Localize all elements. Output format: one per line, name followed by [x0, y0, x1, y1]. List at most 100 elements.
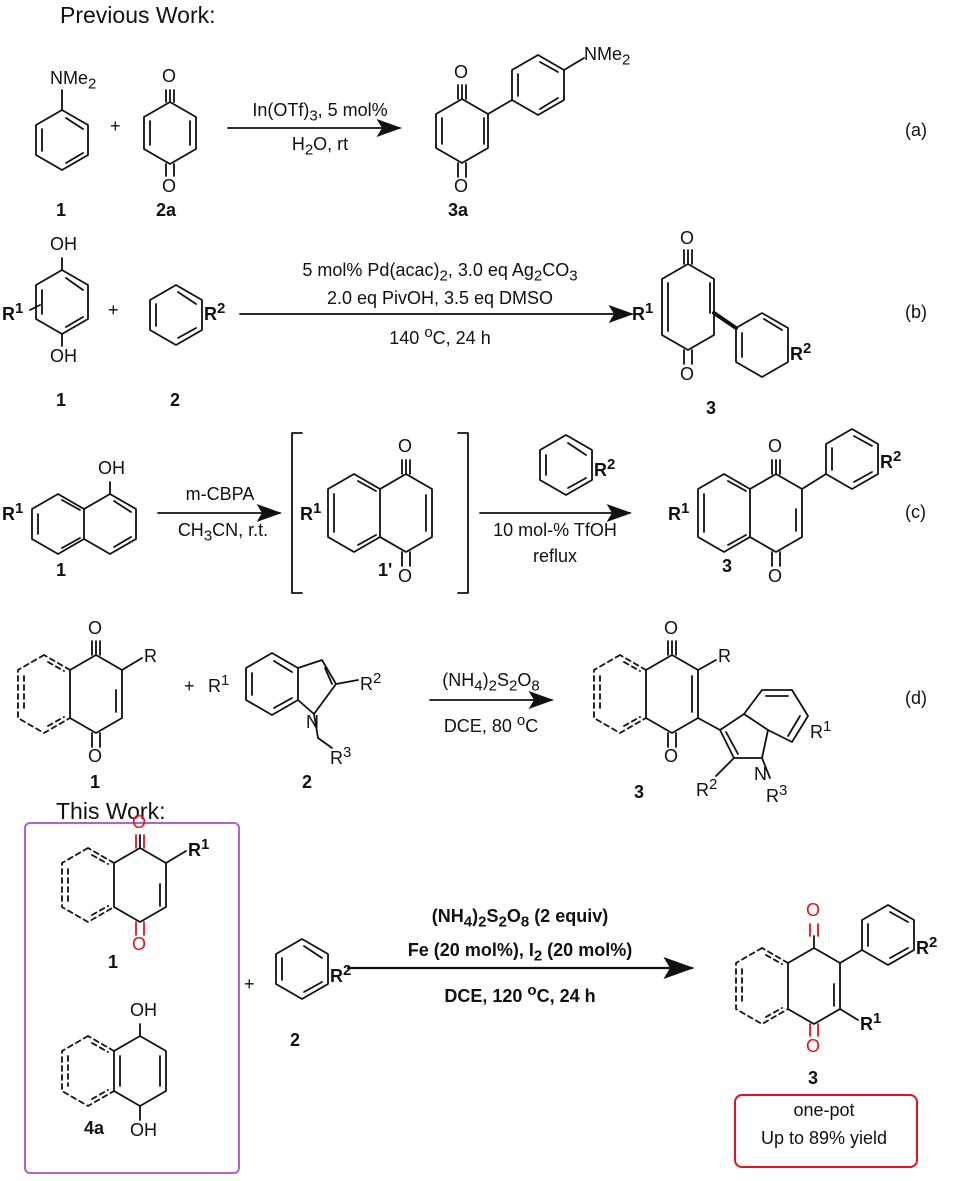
product-3c-structure: [697, 428, 879, 567]
condition-d-line2: DCE, 80 oC: [443, 712, 539, 736]
r1-product-3: R1: [860, 1010, 882, 1034]
tag-d: (d): [905, 688, 927, 708]
label-1-this-work: 1: [108, 952, 119, 972]
r3-indole: R3: [330, 744, 352, 768]
r2-product-3d: R2: [696, 776, 718, 800]
product-3a-structure: [435, 54, 585, 178]
r1-b: R1: [2, 300, 24, 324]
hydroquinone-structure: [29, 257, 89, 347]
r-quinone-1d: R: [144, 646, 157, 666]
product-3b-structure: [661, 249, 789, 378]
quinone-1d-o-top: O: [88, 618, 103, 638]
oh-top-4a: OH: [130, 1000, 157, 1020]
r1-indole: R1: [208, 672, 230, 696]
arene-2b-structure: [149, 284, 203, 346]
r1-intermediate: R1: [300, 500, 322, 524]
r3-product-3d: R3: [766, 782, 788, 806]
red-carbonyl-bonds-product: [809, 923, 819, 1037]
label-3d: 3: [634, 782, 645, 802]
label-1a: 1: [56, 200, 67, 220]
note-line2: Up to 89% yield: [760, 1128, 888, 1148]
naphthoquinone-intermediate-structure: [327, 459, 433, 567]
condition-a-line2: H2O, rt: [291, 134, 349, 159]
label-4a: 4a: [84, 1118, 105, 1138]
quinone-1d-structure: [17, 640, 143, 748]
r1-product-b: R1: [632, 300, 654, 324]
r1-c: R1: [2, 500, 24, 524]
naphthol-structure: [31, 481, 137, 555]
quinone-1d-o-bottom: O: [88, 746, 103, 766]
label-2-this-work: 2: [290, 1030, 301, 1050]
oh-top-b: OH: [50, 234, 77, 254]
label-1d: 1: [90, 772, 101, 792]
condition-c-line4: reflux: [532, 546, 577, 566]
label-3a: 3a: [448, 200, 469, 220]
bracket-left: [291, 432, 303, 594]
product-3d-structure: [593, 640, 809, 779]
note-line1: one-pot: [793, 1100, 855, 1120]
plus-a: +: [110, 116, 121, 136]
arene-2c-structure: [539, 434, 593, 496]
product-3c-o-bottom: O: [768, 566, 783, 586]
bracket-right: [457, 432, 469, 594]
intermediate-o-top: O: [398, 436, 413, 456]
r2-arene-this-work: R2: [330, 962, 352, 986]
r2-indole: R2: [360, 670, 382, 694]
quinone-1-o-top: O: [132, 812, 147, 832]
tag-c: (c): [905, 502, 926, 522]
product-3-o-top: O: [806, 900, 821, 920]
label-3b: 3: [706, 398, 717, 418]
condition-b-line3: 140 oC, 24 h: [389, 324, 491, 348]
product-3d-o-bottom: O: [664, 746, 679, 766]
condition-c-line3: 10 mol-% TfOH: [493, 520, 617, 540]
product-3a-o-bottom: O: [454, 176, 469, 196]
benzoquinone-o-top: O: [162, 66, 177, 86]
label-1c: 1: [56, 560, 67, 580]
condition-this-work-line3: DCE, 120 oC, 24 h: [444, 982, 596, 1006]
oh-bottom-b: OH: [50, 346, 77, 366]
product-3c-o-top: O: [768, 436, 783, 456]
oh-bottom-4a: OH: [130, 1120, 157, 1140]
arene-2-this-work-structure: [275, 938, 329, 1000]
condition-c-line1: m-CBPA: [185, 484, 255, 504]
product-3a-o-top: O: [454, 62, 469, 82]
label-2d: 2: [302, 772, 313, 792]
intermediate-o-bottom: O: [398, 566, 413, 586]
this-work-header: This Work:: [56, 798, 166, 824]
quinone-1-this-work-structure: [61, 834, 187, 923]
product-3d-o-top: O: [664, 618, 679, 638]
benzoquinone-structure: [143, 89, 197, 177]
red-carbonyl-bonds: [135, 834, 145, 936]
r2-b: R2: [204, 300, 226, 324]
label-1b: 1: [56, 390, 67, 410]
condition-this-work-line1: (NH4)2S2O8 (2 equiv): [431, 906, 609, 931]
plus-d: +: [184, 676, 195, 696]
condition-b-line2: 2.0 eq PivOH, 3.5 eq DMSO: [326, 288, 554, 308]
label-2b: 2: [170, 390, 181, 410]
label-1prime: 1': [378, 560, 393, 580]
r1-quinone-1: R1: [188, 836, 210, 860]
dimethylaniline-structure: [35, 89, 89, 171]
r1-product-c: R1: [668, 500, 690, 524]
condition-this-work-line2: Fe (20 mol%), I2 (20 mol%): [407, 940, 633, 965]
product-3b-o-bottom: O: [680, 364, 695, 384]
n-indole: N: [306, 712, 319, 732]
quinone-1-o-bottom: O: [132, 934, 147, 954]
tag-b: (b): [905, 302, 927, 322]
r2-product-c: R2: [880, 448, 902, 472]
product-3b-o-top: O: [680, 228, 695, 248]
condition-c-line2: CH3CN, r.t.: [177, 520, 269, 545]
one-pot-note-box: [734, 1094, 918, 1168]
benzoquinone-o-bottom: O: [162, 176, 177, 196]
indole-2d-structure: [245, 652, 359, 749]
previous-work-header: Previous Work:: [60, 2, 216, 28]
plus-b: +: [108, 300, 119, 320]
product-3-this-work-structure: [735, 904, 915, 1025]
tag-a: (a): [905, 120, 927, 140]
naphthalenediol-4a-structure: [61, 1023, 167, 1121]
r1-product-3d: R1: [810, 718, 832, 742]
label-3-this-work: 3: [808, 1068, 819, 1088]
condition-a-line1: In(OTf)3, 5 mol%: [252, 100, 388, 125]
r-product-3d: R: [718, 646, 731, 666]
